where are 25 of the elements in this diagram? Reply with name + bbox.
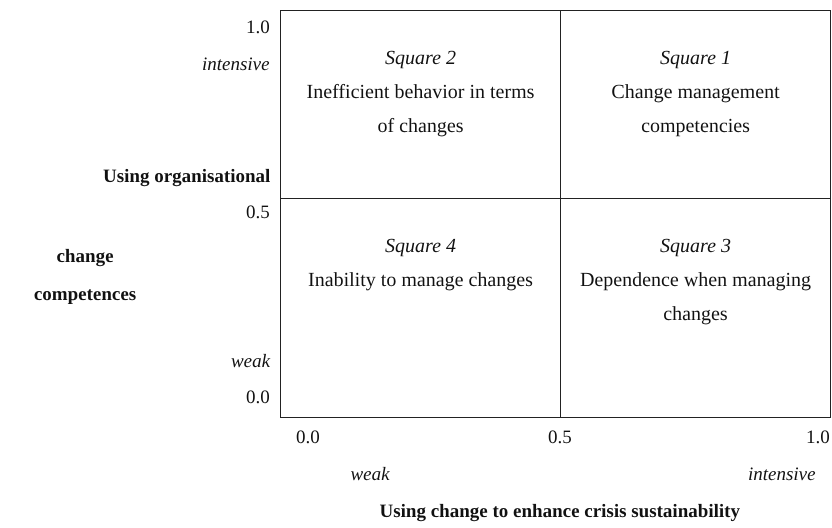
tick-label: 1.0 bbox=[806, 426, 830, 450]
axis-title: Using organisational bbox=[103, 165, 270, 189]
matrix-quadrant bbox=[280, 10, 561, 199]
tick-label: 0.0 bbox=[246, 386, 270, 410]
axis-end-label: intensive bbox=[202, 53, 270, 77]
quadrant-description: Inefficient behavior in terms of changes bbox=[306, 80, 536, 139]
quadrant-description: Change management competencies bbox=[610, 80, 781, 139]
matrix-quadrant bbox=[280, 198, 561, 418]
axis-title: Using change to enhance crisis sustainability bbox=[380, 500, 740, 524]
axis-end-label: intensive bbox=[748, 463, 816, 487]
axis-end-label: weak bbox=[350, 463, 390, 487]
tick-label: 1.0 bbox=[246, 16, 270, 40]
tick-label: 0.0 bbox=[296, 426, 320, 450]
quadrant-description: Dependence when managing changes bbox=[578, 268, 812, 327]
axis-title: change competences bbox=[32, 245, 138, 307]
tick-label: 0.5 bbox=[246, 201, 270, 225]
matrix-quadrant bbox=[560, 198, 831, 418]
quadrant-heading: Square 3 bbox=[660, 234, 731, 259]
quadrant-heading: Square 2 bbox=[385, 46, 456, 71]
quadrant-heading: Square 1 bbox=[660, 46, 731, 71]
quadrant-heading: Square 4 bbox=[385, 234, 456, 259]
matrix-quadrant bbox=[560, 10, 831, 199]
quadrant-description: Inability to manage changes bbox=[307, 268, 534, 293]
axis-end-label: weak bbox=[231, 350, 270, 374]
tick-label: 0.5 bbox=[548, 426, 572, 450]
